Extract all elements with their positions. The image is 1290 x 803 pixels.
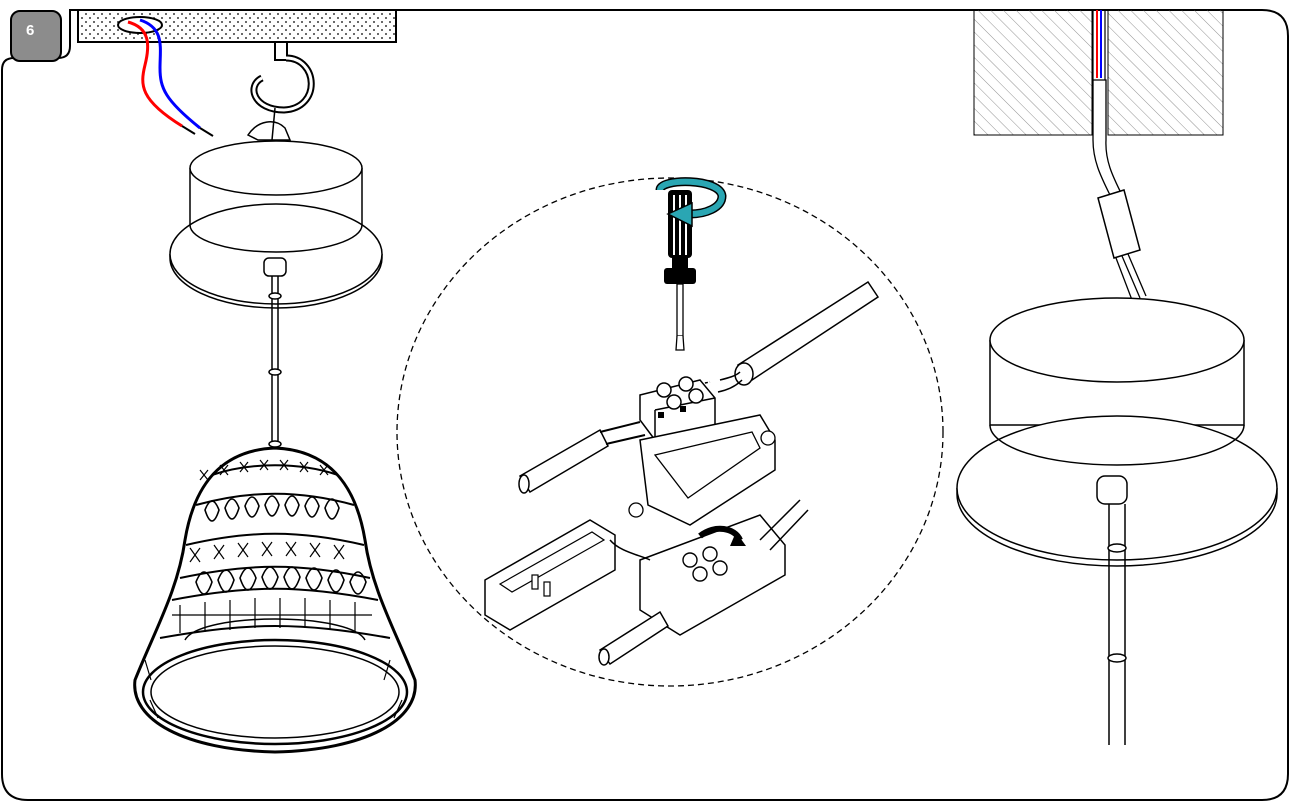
left-lamp-assembly: [77, 9, 417, 754]
wire-tip-1: [181, 125, 196, 135]
ceiling-section-left: [973, 9, 1093, 136]
live-wire: [127, 20, 183, 128]
right-lamp-assembly: [956, 9, 1278, 745]
bell-lamp-shade: [133, 446, 417, 754]
ceiling-hook-icon: [250, 41, 315, 114]
step-number-badge: 6: [10, 10, 62, 62]
junction-box-cover: [484, 519, 616, 631]
ceiling-slab: [77, 9, 397, 43]
ceiling-canopy: [169, 140, 383, 309]
assembled-junction-box: [598, 499, 809, 666]
terminal-block-icon: [639, 376, 716, 441]
cable-grip-right: [1096, 475, 1128, 505]
wire-tip-2: [199, 127, 214, 137]
junction-box: [628, 414, 776, 526]
wiring-detail: [396, 177, 944, 687]
neutral-wire: [139, 18, 201, 130]
ceiling-section-right: [1107, 9, 1224, 136]
connector-right: [1097, 189, 1141, 259]
rotate-arrow-icon: [655, 177, 727, 228]
lamp-cable: [518, 421, 646, 494]
supply-cable: [699, 280, 880, 395]
cable-grip: [263, 257, 287, 277]
ceiling-canopy-right: [956, 297, 1278, 567]
hanging-loop: [246, 121, 292, 141]
